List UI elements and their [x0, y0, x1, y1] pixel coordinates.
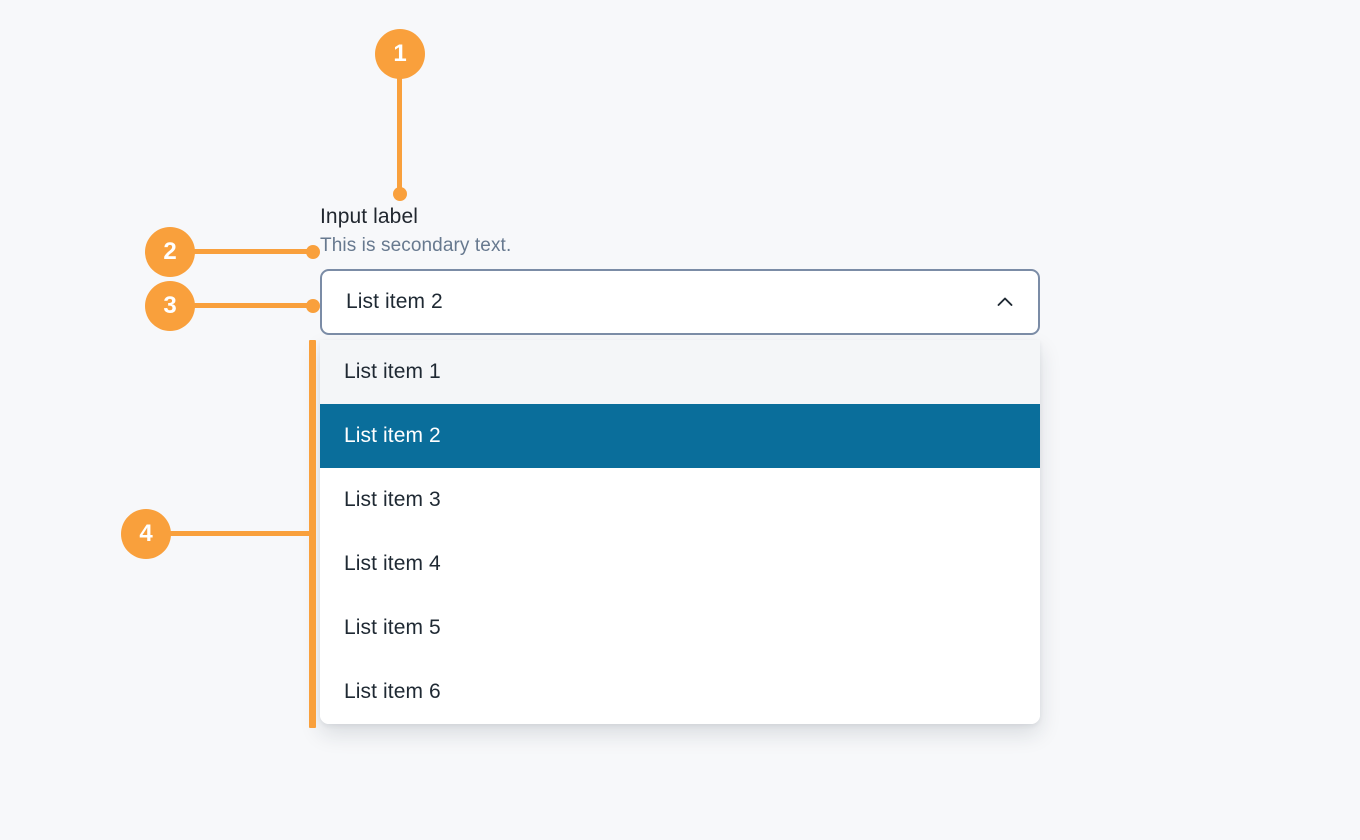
callout-marker-1: 1 — [375, 29, 425, 79]
callout-leader-line-1 — [397, 75, 402, 195]
select-trigger[interactable]: List item 2 — [320, 269, 1040, 335]
input-label: Input label — [320, 205, 419, 228]
select-field-group: Input label This is secondary text. List… — [320, 203, 1040, 335]
list-item[interactable]: List item 5 — [320, 596, 1040, 660]
select-selected-value: List item 2 — [346, 290, 443, 313]
callout-marker-3: 3 — [145, 281, 195, 331]
callout-leader-line-3 — [193, 303, 313, 308]
callout-leader-line-2 — [193, 249, 313, 254]
callout-endpoint-dot-1 — [393, 187, 407, 201]
callout-endpoint-dot-2 — [306, 245, 320, 259]
callout-endpoint-dot-3 — [306, 299, 320, 313]
list-item[interactable]: List item 6 — [320, 660, 1040, 724]
callout-marker-2: 2 — [145, 227, 195, 277]
list-item[interactable]: List item 1 — [320, 340, 1040, 404]
callout-leader-line-4 — [169, 531, 315, 536]
list-item[interactable]: List item 2 — [320, 404, 1040, 468]
select-listbox[interactable]: List item 1 List item 2 List item 3 List… — [320, 340, 1040, 724]
helper-text: This is secondary text. — [320, 235, 512, 256]
list-item[interactable]: List item 4 — [320, 532, 1040, 596]
callout-marker-4: 4 — [121, 509, 171, 559]
chevron-up-icon[interactable] — [994, 291, 1016, 313]
callout-range-bar-4 — [309, 340, 316, 728]
list-item[interactable]: List item 3 — [320, 468, 1040, 532]
